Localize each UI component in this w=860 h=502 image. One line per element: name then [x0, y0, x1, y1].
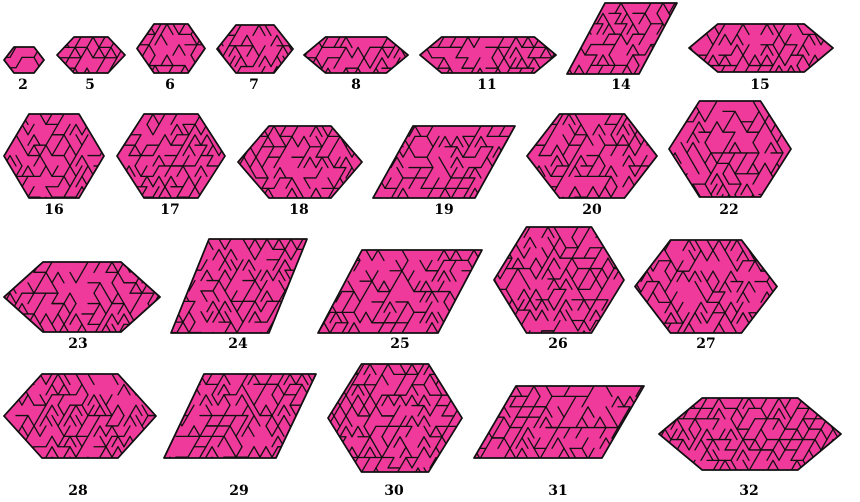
tiling-29 [163, 373, 317, 459]
tiling-28-shape [3, 373, 157, 459]
tiling-15 [688, 23, 834, 73]
tiling-17-shape [116, 113, 226, 199]
tiling-outline [668, 100, 792, 198]
tiling-30-shape [327, 363, 463, 473]
tiling-26 [493, 226, 625, 334]
tiling-label: 7 [249, 77, 259, 93]
tiling-2-shape [3, 46, 45, 74]
tiling-32-shape [658, 397, 842, 471]
tiling-26-shape [493, 226, 625, 334]
tiling-16-shape [3, 113, 105, 199]
tiling-label: 29 [229, 483, 249, 499]
tiling-label: 23 [68, 336, 88, 352]
tiling-label: 25 [390, 336, 410, 352]
tiling-label: 22 [719, 202, 739, 218]
tiling-2 [3, 46, 45, 74]
tiling-label: 17 [160, 202, 180, 218]
tiling-label: 27 [696, 336, 716, 352]
tiling-27-shape [634, 239, 778, 334]
tiling-22 [668, 100, 792, 198]
tiling-label: 5 [85, 77, 95, 93]
tiling-17 [116, 113, 226, 199]
tiling-18-shape [237, 125, 363, 199]
tiling-outline [493, 226, 625, 334]
tiling-11-shape [419, 36, 557, 74]
tiling-label: 2 [18, 77, 28, 93]
tiling-outline [327, 363, 463, 473]
tiling-label: 14 [611, 77, 631, 93]
tiling-20-shape [526, 113, 658, 199]
tiling-23-shape [3, 261, 161, 333]
tiling-7 [216, 24, 294, 74]
tiling-7-shape [216, 24, 294, 74]
tiling-32 [658, 397, 842, 471]
tiling-14 [566, 2, 678, 75]
tiling-23 [3, 261, 161, 333]
tiling-label: 6 [165, 77, 175, 93]
tiling-18 [237, 125, 363, 199]
tiling-label: 30 [384, 483, 404, 499]
tiling-24 [170, 238, 308, 334]
tiling-label: 8 [351, 77, 361, 93]
tiling-20 [526, 113, 658, 199]
tiling-label: 18 [289, 202, 309, 218]
tiling-label: 28 [68, 483, 88, 499]
tiling-label: 19 [434, 202, 454, 218]
tiling-label: 26 [548, 336, 568, 352]
tiling-5 [56, 36, 126, 74]
tiling-label: 16 [44, 202, 64, 218]
tiling-5-shape [56, 36, 126, 74]
tiling-label: 31 [548, 483, 568, 499]
tiling-31 [473, 385, 645, 459]
tiling-8 [303, 36, 409, 74]
tiling-16 [3, 113, 105, 199]
tiling-label: 20 [582, 202, 602, 218]
tiling-label: 15 [750, 77, 770, 93]
tiling-11 [419, 36, 557, 74]
tiling-25 [317, 249, 483, 334]
tiling-19 [372, 125, 516, 199]
tiling-label: 24 [228, 336, 248, 352]
tiling-6 [136, 23, 206, 74]
tiling-6-shape [136, 23, 206, 74]
tiling-28 [3, 373, 157, 459]
tiling-14-shape [566, 2, 678, 75]
tiling-29-shape [163, 373, 317, 459]
tiling-outline [566, 2, 678, 75]
tiling-31-shape [473, 385, 645, 459]
tiling-label: 11 [477, 77, 497, 93]
tiling-27 [634, 239, 778, 334]
tiling-22-shape [668, 100, 792, 198]
tiling-25-shape [317, 249, 483, 334]
tiling-label: 32 [739, 483, 759, 499]
tile-piece-edges [635, 240, 777, 333]
tiling-8-shape [303, 36, 409, 74]
tiling-19-shape [372, 125, 516, 199]
tiling-15-shape [688, 23, 834, 73]
tiling-30 [327, 363, 463, 473]
tiling-24-shape [170, 238, 308, 334]
